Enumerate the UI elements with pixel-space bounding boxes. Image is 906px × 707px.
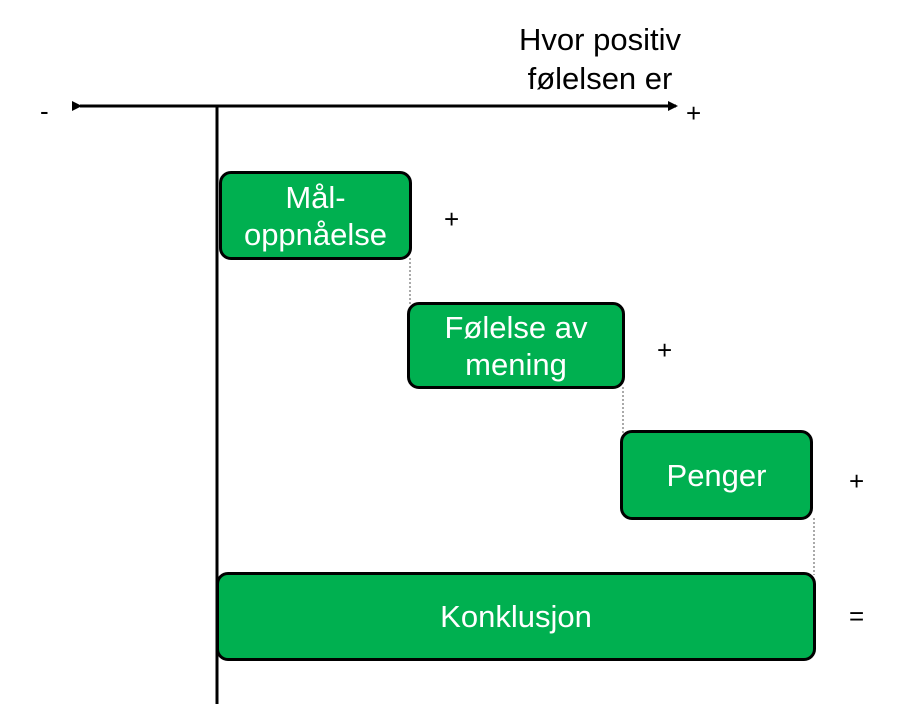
step-box-sense-of-meaning: Følelse av mening [407,302,625,389]
axis-negative-label: - [40,96,49,126]
step-box-label-line-2: oppnåelse [243,216,388,252]
step-box-label-line-1: Følelse av [444,309,588,345]
step-box-label-line-1: Mål- [285,179,346,215]
axis-title-line-2: følelsen er [527,61,673,96]
step-box-money: Penger [620,430,813,520]
step-box-label: Penger [666,457,767,493]
axis-title: Hvor positiv følelsen er [500,20,700,98]
step-box-label-line-2: mening [465,346,567,382]
step-plus-sign: + [444,204,460,234]
axis-positive-label: + [686,98,702,128]
step-plus-sign: + [657,335,673,365]
conclusion-label: Konklusjon [440,599,592,634]
equals-sign: = [849,601,865,631]
conclusion-box: Konklusjon [216,572,816,661]
step-plus-sign: + [849,466,865,496]
axis-title-line-1: Hvor positiv [519,22,681,57]
step-box-goal-achievement: Mål- oppnåelse [219,171,412,260]
